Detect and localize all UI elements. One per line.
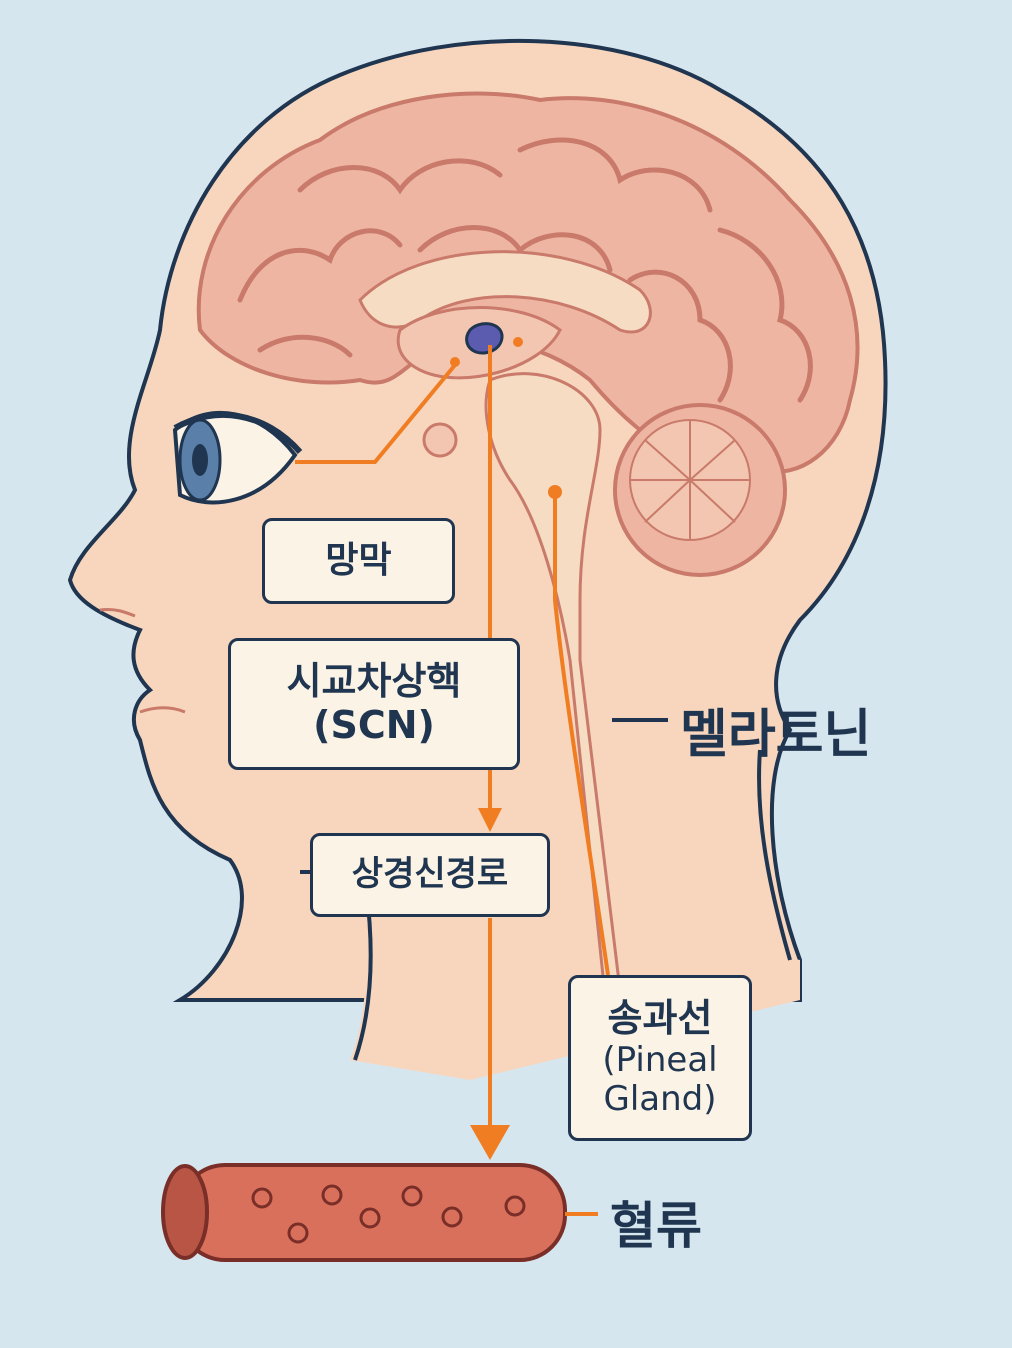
blood-vessel <box>161 1163 567 1262</box>
retina-text: 망막 <box>325 540 392 582</box>
sympathetic-pathway <box>553 492 610 976</box>
ganglion-text: 상경신경로 <box>351 854 509 895</box>
arrow-into-blood <box>470 1125 510 1160</box>
pineal-english-text-2: Gland) <box>603 1078 717 1119</box>
pathway-node-2 <box>513 337 523 347</box>
scn-label: 시교차상핵 (SCN) <box>228 638 520 770</box>
nose-detail <box>99 608 136 618</box>
optic-pathway <box>295 363 457 464</box>
retina-label: 망막 <box>262 518 455 604</box>
pineal-english-text-1: (Pineal <box>602 1039 718 1080</box>
bloodstream-label: 혈류 <box>610 1197 702 1255</box>
scn-korean-text: 시교차상핵 <box>286 659 462 704</box>
neck-back-line <box>757 749 792 961</box>
scn-english-text: (SCN) <box>313 703 435 747</box>
pathway-node-3 <box>548 485 562 499</box>
pituitary <box>422 422 458 458</box>
pineal-label: 송과선 (Pineal Gland) <box>568 975 752 1141</box>
melatonin-label: 멜라토닌 <box>680 705 872 765</box>
pineal-korean-text: 송과선 <box>607 996 713 1041</box>
eye <box>172 410 303 505</box>
pineal-gland <box>465 322 504 355</box>
lips-detail <box>139 706 186 714</box>
ganglion-label: 상경신경로 <box>310 833 550 917</box>
cerebellum-folia <box>630 420 750 540</box>
pathway-node <box>450 357 460 367</box>
